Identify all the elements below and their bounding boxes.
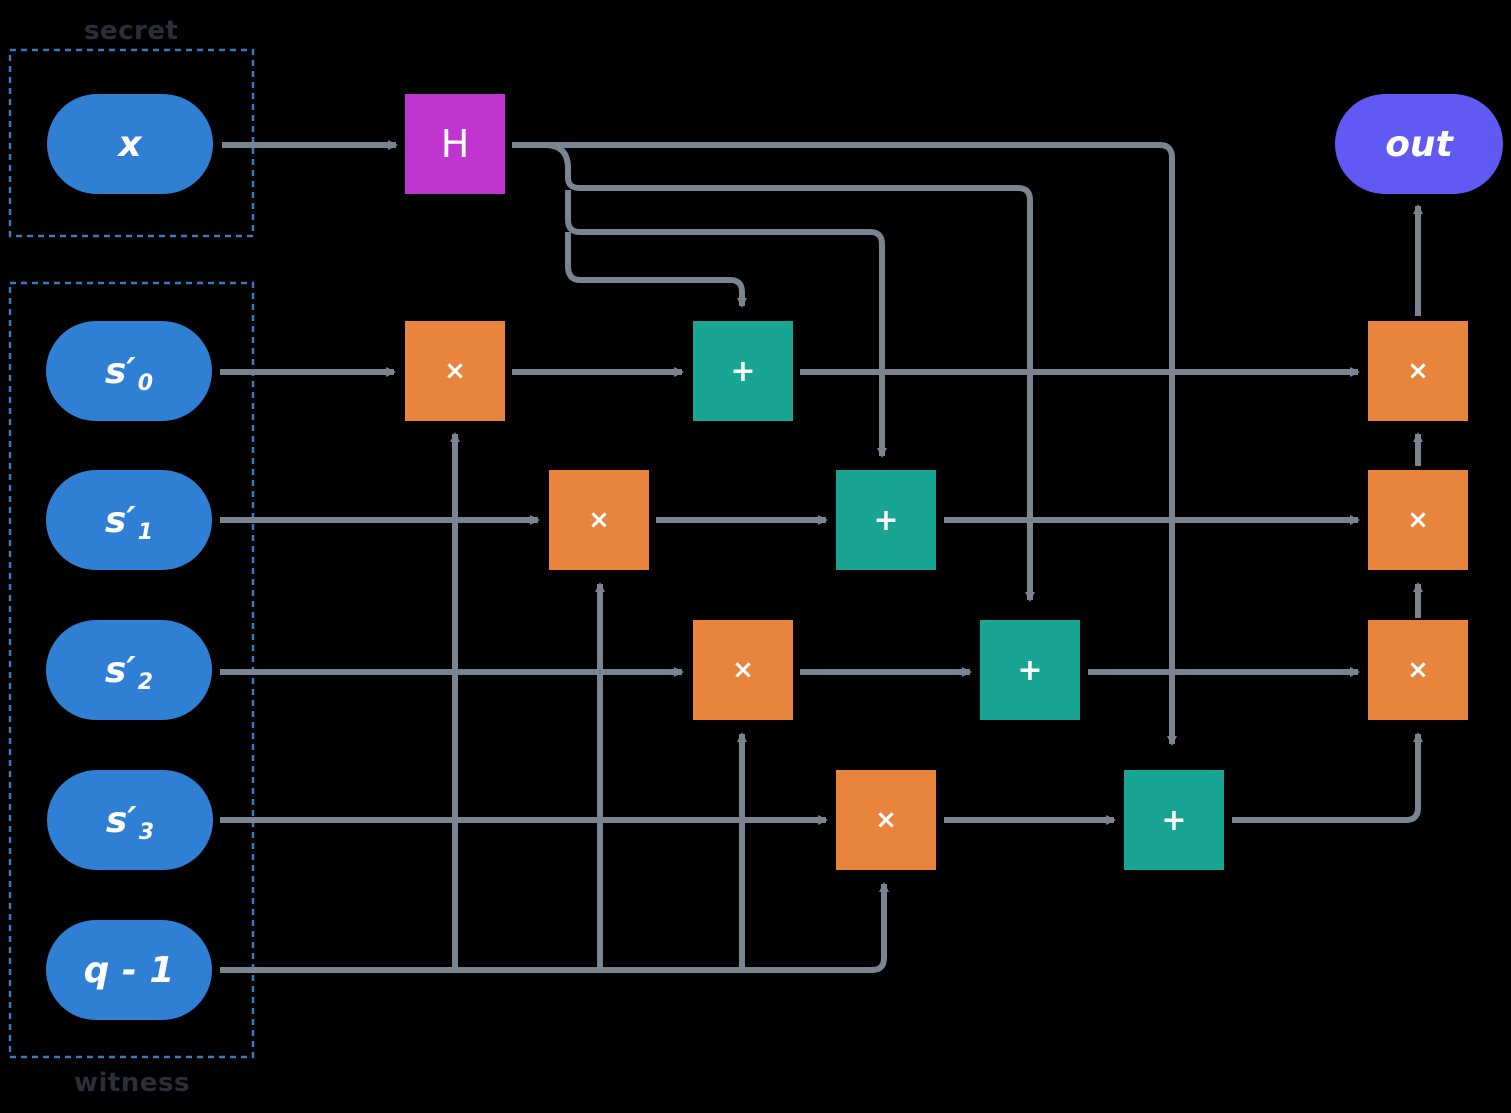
input-s1-subscript: 1 — [137, 519, 154, 545]
product-box-1: × — [1368, 470, 1468, 570]
wire-add3-to-prod2 — [1232, 732, 1423, 823]
input-s1-label: s′ — [104, 499, 136, 541]
product-box-2: × — [1368, 620, 1468, 720]
wires — [8, 48, 1423, 1059]
mul-box-1: × — [549, 470, 649, 570]
input-s0-label: s′ — [104, 350, 136, 392]
input-s2-label: s′ — [104, 649, 136, 691]
wire-hash-to-add3 — [512, 142, 1177, 746]
add-box-1: + — [836, 470, 936, 570]
product-box-0: × — [1368, 321, 1468, 421]
input-q-minus-1: q - 1 — [46, 920, 212, 1020]
output-node: out — [1335, 94, 1503, 194]
add-box-2: + — [980, 620, 1080, 720]
wire-hash-to-add2 — [544, 142, 1035, 602]
add-box-0: + — [693, 321, 793, 421]
input-q-label: q - 1 — [83, 949, 175, 991]
wire-q-bus — [220, 882, 889, 973]
mul-box-2: × — [693, 620, 793, 720]
input-x-label: x — [118, 123, 142, 165]
input-s3: s′3 — [47, 770, 213, 870]
wire-hash-to-add0 — [565, 232, 747, 308]
input-s1: s′1 — [46, 470, 212, 570]
secret-label: secret — [84, 16, 179, 46]
input-s3-label: s′ — [105, 799, 137, 841]
mul-box-0: × — [405, 321, 505, 421]
add-box-3: + — [1124, 770, 1224, 870]
input-s3-subscript: 3 — [138, 819, 155, 845]
output-label: out — [1385, 123, 1453, 165]
input-s0-subscript: 0 — [137, 370, 154, 396]
input-s2-subscript: 2 — [137, 669, 154, 695]
input-s2: s′2 — [46, 620, 212, 720]
input-x: x — [47, 94, 213, 194]
wire-hash-to-add1 — [565, 190, 887, 458]
input-s0: s′0 — [46, 321, 212, 421]
hash-box: H — [405, 94, 505, 194]
mul-box-3: × — [836, 770, 936, 870]
witness-label: witness — [74, 1068, 190, 1098]
